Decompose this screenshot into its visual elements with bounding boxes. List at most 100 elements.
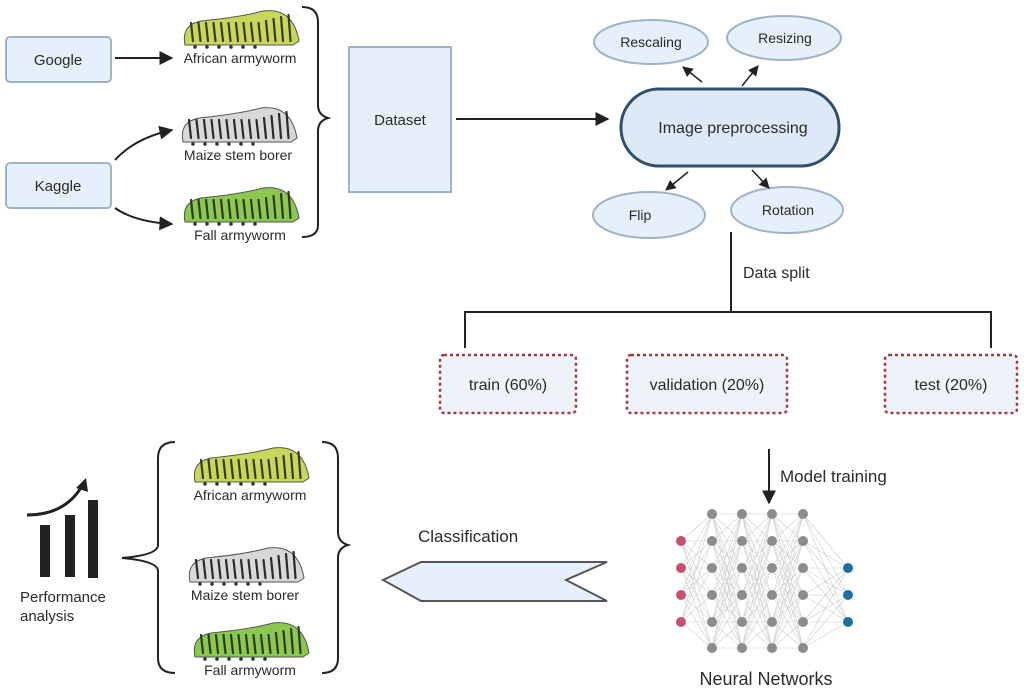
bottom-caterpillar-0: African armyworm xyxy=(194,448,309,503)
top-class-label: Maize stem borer xyxy=(184,147,292,163)
nn-node-hidden xyxy=(767,590,777,600)
caterpillar-icon xyxy=(184,188,299,226)
nn-node-hidden xyxy=(767,509,777,519)
nn-node-hidden xyxy=(798,536,808,546)
caterpillar-icon xyxy=(184,11,299,49)
nn-node-output xyxy=(843,590,853,600)
dataset-box: Dataset xyxy=(349,47,451,192)
bottom-class-label: Maize stem borer xyxy=(191,587,299,603)
op-rescaling-label: Rescaling xyxy=(620,34,681,50)
nn-node-hidden xyxy=(798,643,808,653)
arrow-to-flip xyxy=(666,172,688,190)
caterpillar-icon xyxy=(194,448,309,486)
split-branches xyxy=(465,312,991,348)
nn-edge xyxy=(803,514,848,568)
split-validation: validation (20%) xyxy=(627,355,787,413)
nn-node-input xyxy=(676,590,686,600)
bottom-class-label: African armyworm xyxy=(194,487,307,503)
top-caterpillar-2: Fall armyworm xyxy=(184,188,299,243)
classification-label: Classification xyxy=(418,527,518,546)
arrow-to-rotation xyxy=(752,170,769,188)
top-class-label: Fall armyworm xyxy=(194,227,286,243)
top-class-group: African armywormMaize stem borerFall arm… xyxy=(182,11,299,243)
top-caterpillar-1: Maize stem borer xyxy=(182,108,297,163)
source-google-label: Google xyxy=(34,52,82,69)
nn-node-output xyxy=(843,563,853,573)
nn-node-hidden xyxy=(798,590,808,600)
nn-node-hidden xyxy=(707,509,717,519)
nn-node-input xyxy=(676,536,686,546)
nn-node-hidden xyxy=(707,536,717,546)
nn-node-hidden xyxy=(707,617,717,627)
op-rotation: Rotation xyxy=(731,187,843,233)
nn-node-hidden xyxy=(737,509,747,519)
nn-node-hidden xyxy=(767,617,777,627)
op-resizing-label: Resizing xyxy=(758,30,812,46)
nn-node-hidden xyxy=(737,617,747,627)
op-flip: Flip xyxy=(593,192,705,238)
neural-network-icon xyxy=(676,509,853,653)
caterpillar-icon xyxy=(182,108,297,146)
nn-edge xyxy=(681,514,712,541)
split-train-label: train (60%) xyxy=(469,377,547,394)
nn-node-hidden xyxy=(798,617,808,627)
nn-edge xyxy=(681,514,712,595)
nn-node-hidden xyxy=(707,563,717,573)
nn-node-hidden xyxy=(798,509,808,519)
nn-node-hidden xyxy=(767,536,777,546)
caterpillar-icon xyxy=(189,548,304,586)
neural-network-label: Neural Networks xyxy=(699,669,832,689)
nn-node-hidden xyxy=(767,643,777,653)
performance-label-line1: Performance xyxy=(20,589,106,606)
split-train: train (60%) xyxy=(440,355,576,413)
performance-label-line2: analysis xyxy=(20,608,74,625)
caterpillar-icon xyxy=(194,623,309,661)
bottom-class-label: Fall armyworm xyxy=(204,662,296,678)
preprocessing-pill: Image preprocessing xyxy=(621,89,839,166)
split-test-label: test (20%) xyxy=(915,377,988,394)
top-caterpillar-0: African armyworm xyxy=(184,11,299,66)
nn-node-hidden xyxy=(737,643,747,653)
nn-node-hidden xyxy=(737,563,747,573)
top-brace xyxy=(302,7,328,237)
arrow-to-rescaling xyxy=(683,67,702,82)
nn-edge xyxy=(681,622,712,648)
kaggle-arrow-fall xyxy=(115,208,172,224)
bottom-right-brace xyxy=(322,442,348,673)
op-rotation-label: Rotation xyxy=(762,202,814,218)
bottom-left-brace xyxy=(122,442,175,673)
bottom-class-group: African armywormMaize stem borerFall arm… xyxy=(189,448,309,678)
nn-edge xyxy=(681,568,712,648)
nn-node-hidden xyxy=(707,590,717,600)
nn-edge xyxy=(803,568,848,648)
nn-node-hidden xyxy=(767,563,777,573)
source-google: Google xyxy=(6,37,111,82)
source-kaggle: Kaggle xyxy=(6,163,111,208)
top-class-label: African armyworm xyxy=(184,50,297,66)
preprocessing-label: Image preprocessing xyxy=(658,120,807,137)
nn-edge xyxy=(803,622,848,648)
nn-node-hidden xyxy=(737,536,747,546)
kaggle-arrow-maize xyxy=(115,130,172,160)
split-test: test (20%) xyxy=(885,355,1017,413)
dataset-label: Dataset xyxy=(374,112,427,129)
op-resizing: Resizing xyxy=(727,16,841,60)
nn-edge xyxy=(803,595,848,648)
nn-node-input xyxy=(676,617,686,627)
nn-node-hidden xyxy=(737,590,747,600)
nn-node-hidden xyxy=(707,643,717,653)
nn-node-input xyxy=(676,563,686,573)
model-training-label: Model training xyxy=(780,467,887,486)
nn-edge xyxy=(803,541,848,568)
bottom-caterpillar-2: Fall armyworm xyxy=(194,623,309,678)
op-flip-label: Flip xyxy=(629,207,652,223)
op-rescaling: Rescaling xyxy=(594,20,708,64)
source-kaggle-label: Kaggle xyxy=(35,178,82,195)
nn-node-hidden xyxy=(798,563,808,573)
nn-node-output xyxy=(843,617,853,627)
data-split-label: Data split xyxy=(743,265,810,282)
split-validation-label: validation (20%) xyxy=(650,377,765,394)
bottom-caterpillar-1: Maize stem borer xyxy=(189,548,304,603)
arrow-to-resizing xyxy=(742,66,758,86)
